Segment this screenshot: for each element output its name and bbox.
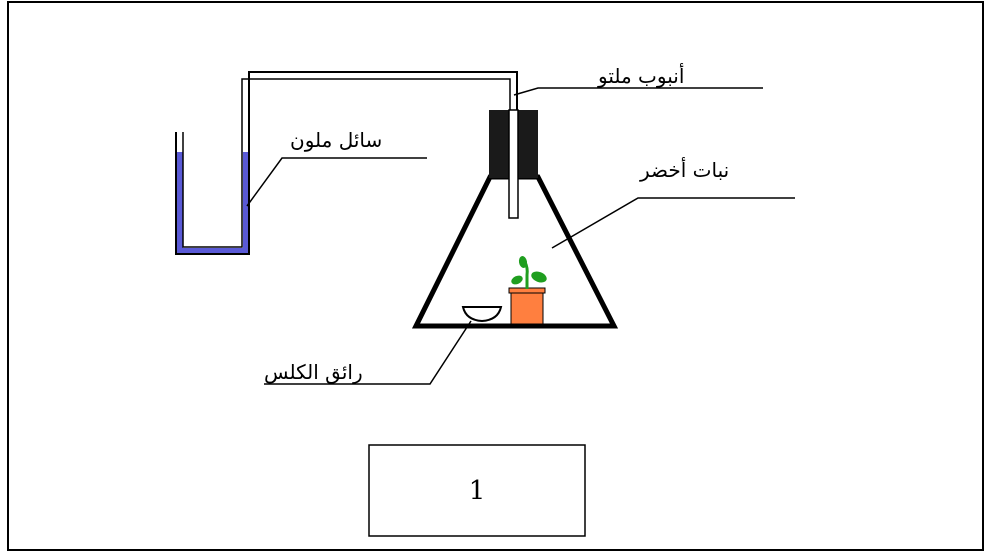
plant-leaf-left bbox=[511, 275, 523, 285]
tube-leader-line bbox=[513, 87, 763, 96]
limewater-dish bbox=[461, 306, 503, 323]
outer-frame bbox=[7, 1, 984, 551]
colored-liquid-label: سائل ملون bbox=[290, 128, 383, 152]
colored-liquid bbox=[177, 152, 248, 254]
plant-leaf-right bbox=[531, 271, 547, 283]
limewater-label: رائق الكلس bbox=[264, 360, 363, 384]
plant-leader-line bbox=[551, 197, 795, 249]
u-tube-inner bbox=[182, 78, 511, 248]
tube-label: أنبوب ملتو bbox=[598, 64, 685, 88]
plant-pot bbox=[510, 289, 544, 325]
plant-leaf-top bbox=[518, 256, 528, 268]
figure-number: 1 bbox=[468, 475, 486, 506]
limewater-leader-line bbox=[264, 320, 472, 385]
liquid-leader-line bbox=[246, 157, 427, 207]
figure-number-box bbox=[368, 444, 586, 537]
u-tube-outer bbox=[175, 71, 518, 255]
tube-in-stopper bbox=[508, 109, 519, 219]
green-plant-label: نبات أخضر bbox=[640, 158, 730, 182]
